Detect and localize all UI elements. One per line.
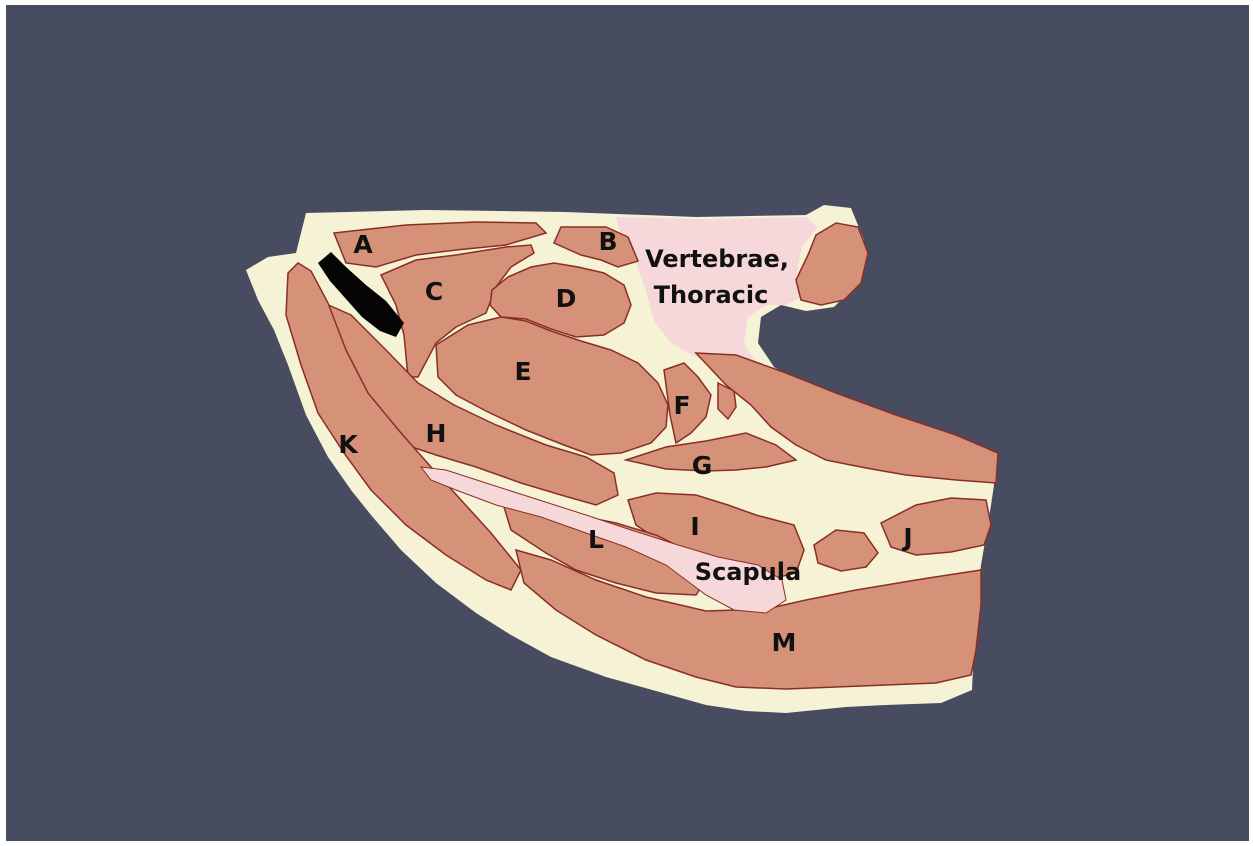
label-k: K: [338, 430, 359, 459]
cross-section-diagram: A B C D E F G H I J K L M Vertebrae, Tho…: [6, 5, 1249, 841]
label-c: C: [425, 277, 443, 306]
label-e: E: [514, 357, 531, 386]
label-i: I: [690, 512, 699, 541]
label-m: M: [772, 628, 797, 657]
diagram-frame: A B C D E F G H I J K L M Vertebrae, Tho…: [6, 5, 1249, 841]
label-j: J: [901, 523, 912, 552]
label-b: B: [598, 227, 617, 256]
label-h: H: [426, 419, 447, 448]
label-vertebrae-line2: Thoracic: [654, 281, 769, 309]
label-d: D: [556, 284, 577, 313]
label-g: G: [692, 451, 713, 480]
label-scapula: Scapula: [695, 558, 801, 586]
label-a: A: [353, 230, 373, 259]
label-l: L: [588, 525, 604, 554]
label-vertebrae-line1: Vertebrae,: [645, 245, 789, 273]
label-f: F: [673, 391, 690, 420]
